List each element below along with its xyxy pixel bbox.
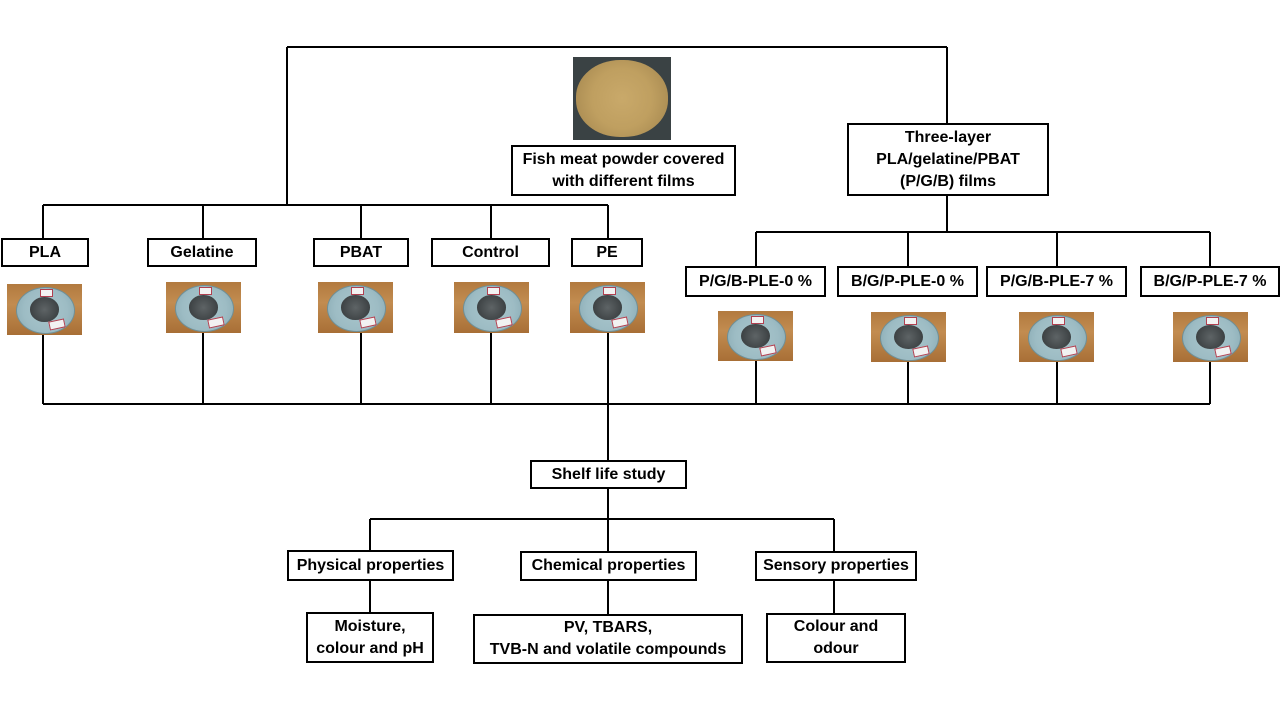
film-sample-photo-bgp-ple-7 <box>1173 312 1248 362</box>
chemical-properties-box: Chemical properties <box>520 551 697 581</box>
film-sample-photo-bgp-ple-0 <box>871 312 946 362</box>
sample-center <box>593 295 622 320</box>
source-box: Fish meat powder covered with different … <box>511 145 736 196</box>
sample-center <box>341 295 370 320</box>
chemical-details-box: PV, TBARS, TVB-N and volatile compounds <box>473 614 743 664</box>
sample-label <box>603 287 616 296</box>
film-sample-photo-pgb-ple-7 <box>1019 312 1094 362</box>
film-box-pla: PLA <box>1 238 89 267</box>
sample-center <box>1042 325 1071 349</box>
film-box-gelatine: Gelatine <box>147 238 257 267</box>
sample-label <box>351 287 364 296</box>
sample-center <box>894 325 923 349</box>
sample-center <box>477 295 506 320</box>
sensory-details-box: Colour and odour <box>766 613 906 663</box>
film-box-pgb-ple-7: P/G/B-PLE-7 % <box>986 266 1127 297</box>
sample-center <box>741 324 770 348</box>
sample-label <box>1052 317 1065 325</box>
film-sample-photo-pgb-ple-0 <box>718 311 793 361</box>
physical-properties-box: Physical properties <box>287 550 454 581</box>
sample-label <box>40 289 53 298</box>
sample-label <box>751 316 764 324</box>
powder-dish <box>575 60 669 137</box>
film-box-pgb-ple-0: P/G/B-PLE-0 % <box>685 266 826 297</box>
film-box-bgp-ple-0: B/G/P-PLE-0 % <box>837 266 978 297</box>
sample-label <box>904 317 917 325</box>
film-box-bgp-ple-7: B/G/P-PLE-7 % <box>1140 266 1280 297</box>
three-layer-films-box: Three-layer PLA/gelatine/PBAT (P/G/B) fi… <box>847 123 1049 196</box>
sample-label <box>1206 317 1219 325</box>
film-box-control: Control <box>431 238 550 267</box>
film-sample-photo-control <box>454 282 529 333</box>
shelf-life-study-box: Shelf life study <box>530 460 687 489</box>
film-sample-photo-pe <box>570 282 645 333</box>
sensory-properties-box: Sensory properties <box>755 551 917 581</box>
sample-label <box>487 287 500 296</box>
film-sample-photo-gelatine <box>166 282 241 333</box>
physical-details-box: Moisture, colour and pH <box>306 612 434 663</box>
film-sample-photo-pbat <box>318 282 393 333</box>
film-box-pbat: PBAT <box>313 238 409 267</box>
film-sample-photo-pla <box>7 284 82 335</box>
fish-meat-powder-photo <box>573 57 671 140</box>
film-box-pe: PE <box>571 238 643 267</box>
sample-label <box>199 287 212 296</box>
sample-center <box>189 295 218 320</box>
sample-center <box>30 297 59 322</box>
sample-center <box>1196 325 1225 349</box>
